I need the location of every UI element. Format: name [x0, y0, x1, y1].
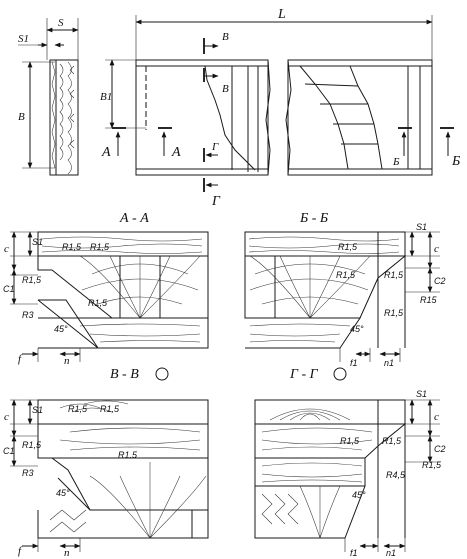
aa-f-label: f — [18, 353, 23, 365]
bb-r3-label: R1,5 — [384, 270, 404, 280]
section-v-v-title: В - В — [110, 367, 139, 382]
vv-n-label: n — [64, 547, 70, 559]
cut-b2-label: Б — [451, 154, 460, 169]
vv-r4-label: R1.5 — [118, 450, 138, 460]
vv-f-label: f — [18, 545, 23, 557]
bb-r4-label: R15 — [420, 295, 438, 305]
gg-r3-label: R1,5 — [422, 460, 442, 470]
vv-c-label: c — [4, 411, 9, 423]
section-g-g-header: Г - Г — [289, 367, 347, 382]
gg-r1-label: R1,5 — [340, 436, 360, 446]
vv-c1-label: C1 — [3, 446, 15, 456]
vv-r3-label: R1,5 — [22, 440, 42, 450]
aa-r2-label: R1,5 — [90, 242, 110, 252]
gg-r2-label: R1,5 — [382, 436, 402, 446]
rotation-marker-icon — [155, 367, 169, 381]
cut-b-label: Б — [392, 156, 400, 168]
aa-r4-label: R1,5 — [88, 298, 108, 308]
cut-a-label: А — [101, 145, 111, 160]
cut-v2-label: В — [222, 83, 229, 95]
bb-n1-label: n1 — [384, 358, 394, 368]
cut-g-label: Г — [211, 141, 219, 153]
bb-r2-label: R1,5 — [336, 270, 356, 280]
section-v-v-header: В - В — [110, 367, 169, 382]
cut-v-label: В — [222, 31, 229, 43]
gg-angle-label: 45° — [352, 490, 366, 500]
section-v-v: S1 c C1 R1,5 R1,5 R1,5 R1.5 R3 45° f n — [3, 399, 209, 559]
aa-r1-label: R1,5 — [62, 242, 82, 252]
vv-r1-label: R1,5 — [68, 404, 88, 414]
rotation-marker-icon — [333, 367, 347, 381]
bb-r5-label: R1,5 — [384, 308, 404, 318]
vv-r2-label: R1,5 — [100, 404, 120, 414]
section-g-g: S1 c C2 R1,5 R1,5 R1,5 R4,5 45° f1 n1 — [254, 389, 446, 558]
section-a-a-title: А - А — [119, 211, 149, 226]
cut-a2-label: А — [171, 145, 181, 160]
bb-c-label: c — [434, 243, 439, 255]
side-view: S S1 B — [18, 17, 79, 176]
section-b-b-title: Б - Б — [299, 211, 328, 226]
bb-r1-label: R1,5 — [338, 242, 358, 252]
aa-s1-label: S1 — [32, 237, 43, 247]
front-view: L B1 В В А А — [100, 7, 460, 209]
dim-s-label: S — [58, 17, 64, 29]
cut-g2-label: Г — [211, 194, 221, 209]
section-g-g-title: Г - Г — [289, 367, 319, 382]
dim-b-label: B — [18, 111, 25, 123]
bb-c2-label: C2 — [434, 276, 446, 286]
aa-r3-label: R1,5 — [22, 275, 42, 285]
section-a-a: А - А S1 c C1 R1,5 R1,5 R1,5 R1,5 R3 45°… — [3, 211, 209, 367]
bb-angle-label: 45° — [350, 324, 364, 334]
bb-s1-label: S1 — [416, 222, 427, 232]
gg-n1-label: n1 — [386, 548, 396, 558]
dim-s1-label: S1 — [18, 33, 29, 45]
vv-s1-label: S1 — [32, 405, 43, 415]
dim-l-label: L — [277, 7, 286, 22]
gg-f1-label: f1 — [350, 548, 358, 558]
vv-r5-label: R3 — [22, 468, 34, 478]
aa-angle-label: 45° — [54, 324, 68, 334]
aa-c-label: c — [4, 243, 9, 255]
dim-b1-label: B1 — [100, 91, 112, 103]
aa-n-label: n — [64, 355, 70, 367]
gg-s1-label: S1 — [416, 389, 427, 399]
section-b-b: Б - Б S1 c C2 R1,5 R1,5 R1,5 R15 R1,5 45… — [244, 211, 446, 368]
gg-r4-label: R4,5 — [386, 470, 406, 480]
aa-r5-label: R3 — [22, 310, 34, 320]
aa-c1-label: C1 — [3, 284, 15, 294]
vv-angle-label: 45° — [56, 488, 70, 498]
gg-c2-label: C2 — [434, 444, 446, 454]
bb-f1-label: f1 — [350, 358, 358, 368]
gg-c-label: c — [434, 411, 439, 423]
